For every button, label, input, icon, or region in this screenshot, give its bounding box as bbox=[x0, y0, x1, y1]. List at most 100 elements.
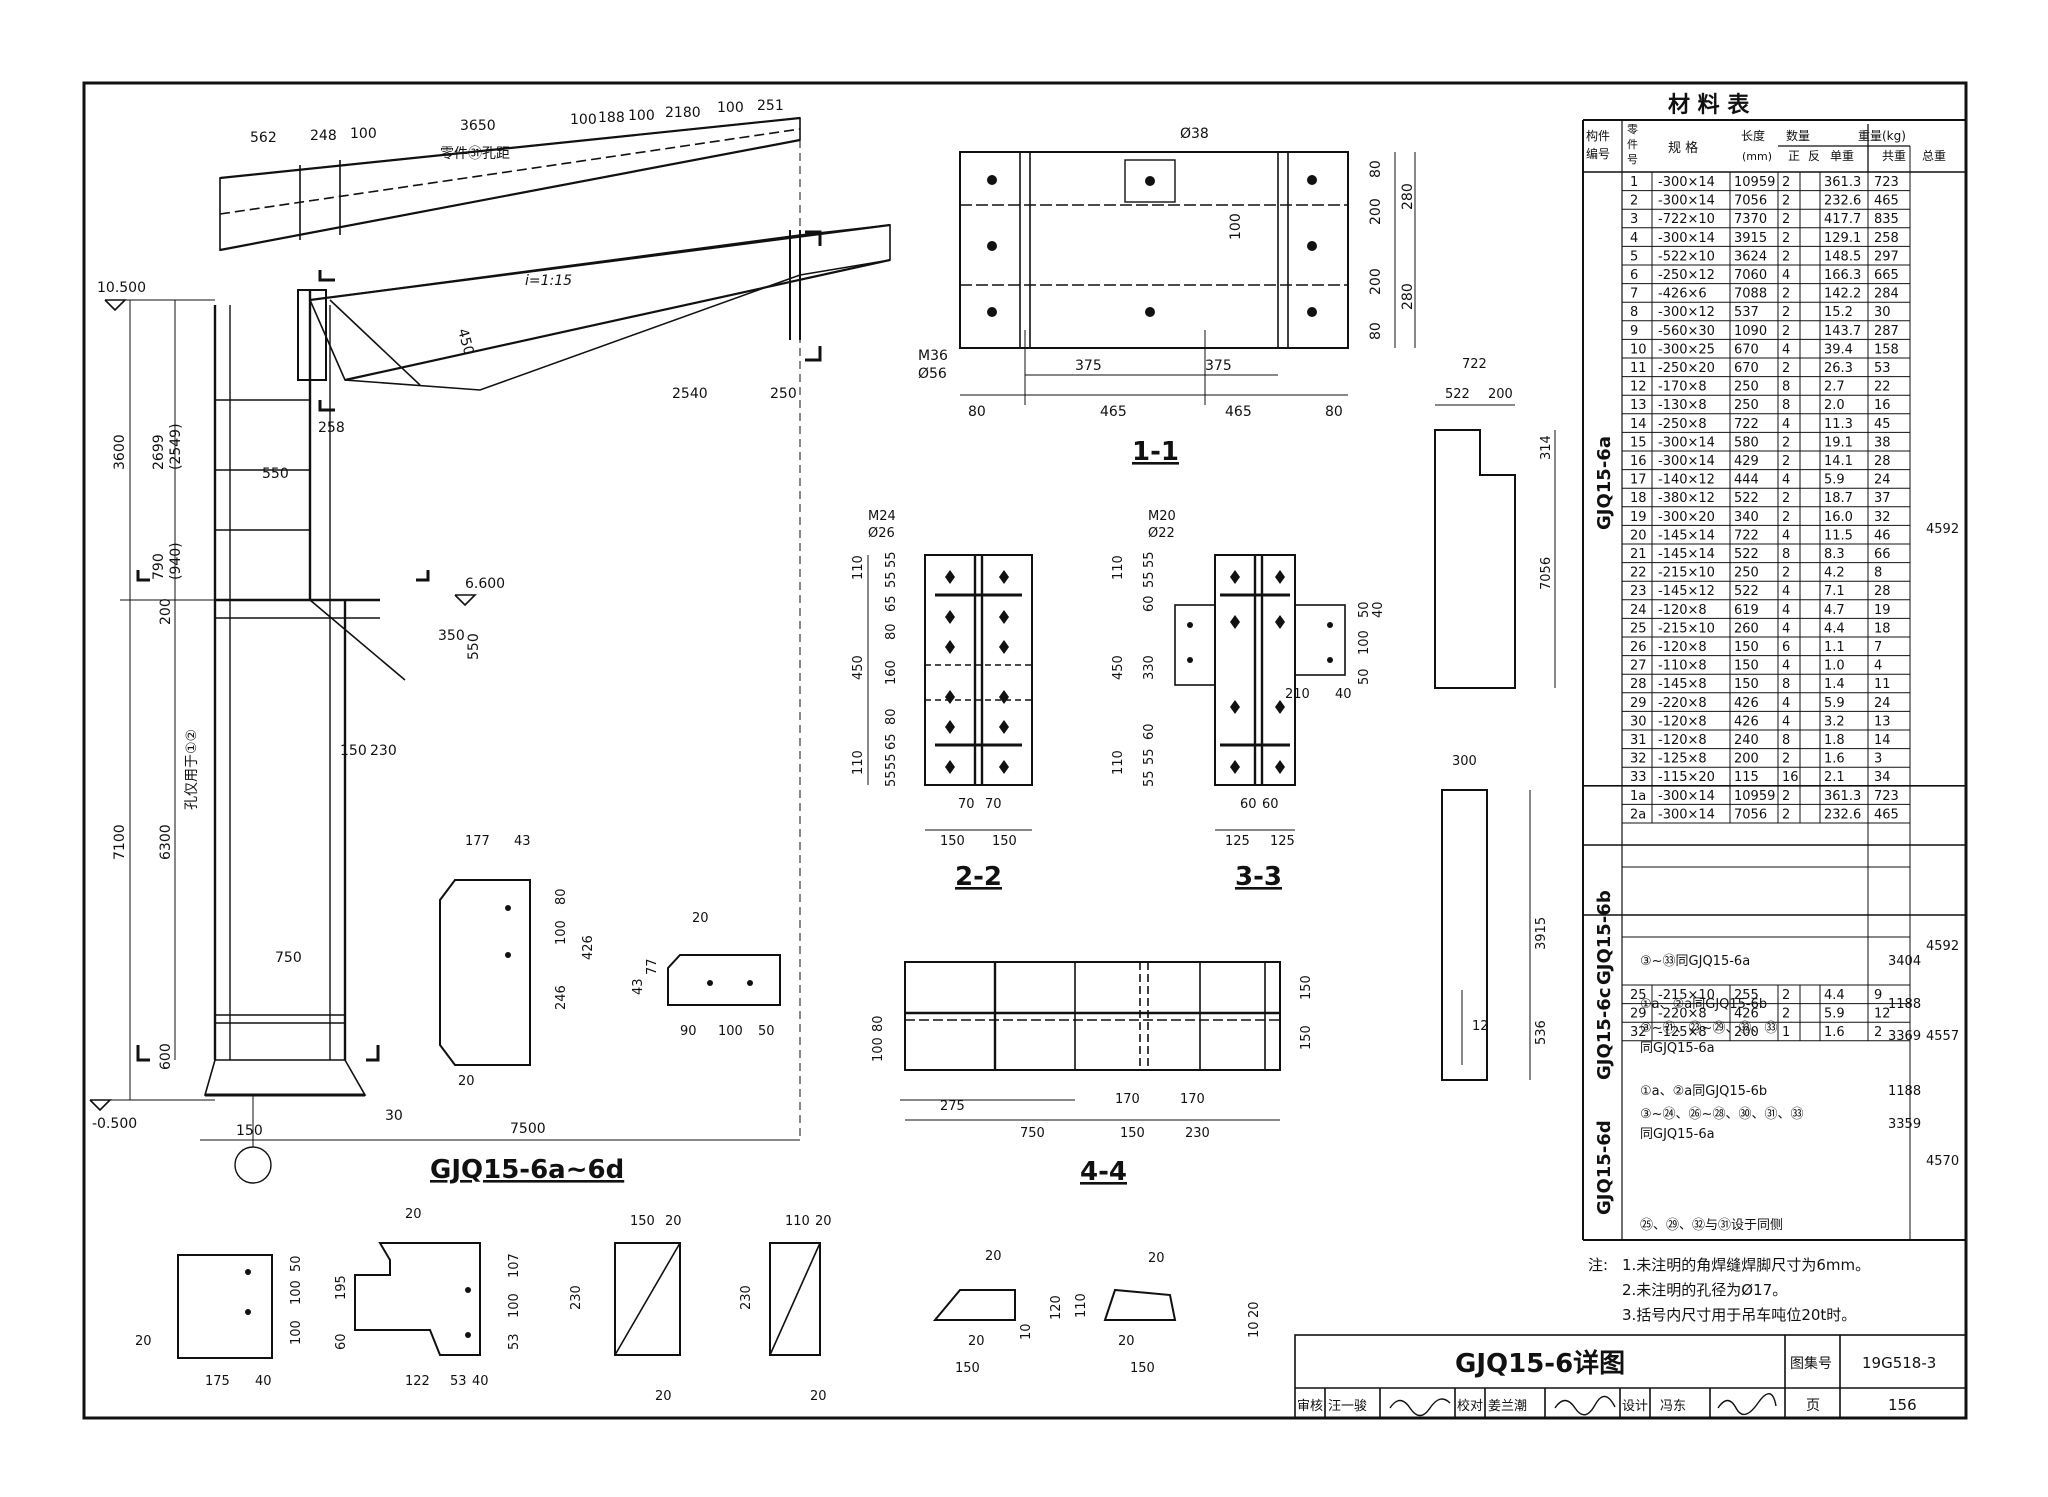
part29-dim-0: 177 bbox=[465, 834, 490, 849]
row-a-cell-13-5: 11.3 bbox=[1824, 417, 1853, 432]
part3-dim-4: 7056 bbox=[1539, 557, 1554, 590]
row-a-cell-30-2: 240 bbox=[1734, 733, 1759, 748]
part31-dim-5: 50 bbox=[758, 1024, 775, 1039]
part-4-text: 300 3915 536 12 bbox=[1452, 754, 1549, 1045]
row-a-cell-14-5: 19.1 bbox=[1824, 435, 1853, 450]
part22-dim-1: 100 bbox=[289, 1280, 304, 1305]
part29-dim-3: 100 bbox=[554, 920, 569, 945]
row-d-cell-0-6: 9 bbox=[1874, 988, 1882, 1003]
row-a-cell-14-2: 580 bbox=[1734, 435, 1759, 450]
part25-dim-2: 100 bbox=[507, 1293, 522, 1318]
row-a-cell-30-3: 8 bbox=[1782, 733, 1790, 748]
dim-left-8: 600 bbox=[158, 1043, 174, 1070]
part22-dim-2: 100 bbox=[289, 1320, 304, 1345]
row-a-cell-0-1: -300×14 bbox=[1658, 175, 1715, 190]
row-b-cell-0-6: 723 bbox=[1874, 789, 1899, 804]
group-c-note2a: ③~㉑、㉓~㉙、㉜、㉝ bbox=[1640, 1021, 1777, 1036]
th-spec: 规 格 bbox=[1668, 140, 1698, 156]
row-a-cell-29-6: 13 bbox=[1874, 714, 1891, 729]
row-a-cell-26-1: -110×8 bbox=[1658, 659, 1707, 674]
title-block-text: GJQ15-6详图 图集号 19G518-3 页 156 审核 汪一骏 校对 姜… bbox=[1297, 1348, 1936, 1414]
sec22-dim-b3: 70 bbox=[985, 797, 1002, 812]
row-d-cell-1-0: 29 bbox=[1630, 1007, 1647, 1022]
row-a-cell-28-0: 29 bbox=[1630, 696, 1647, 711]
section-1-1-bolts bbox=[987, 175, 1317, 317]
row-a-cell-2-0: 3 bbox=[1630, 212, 1638, 227]
part22-dim-5: 20 bbox=[135, 1334, 152, 1349]
sec22-dim-l2: 110 bbox=[851, 750, 866, 775]
row-a-cell-1-6: 465 bbox=[1874, 194, 1899, 209]
part-31-holes bbox=[707, 980, 753, 986]
row-a-cell-2-5: 417.7 bbox=[1824, 212, 1861, 227]
section-4-4-text: 275 750 170 170 150 230 100 80 150 150 4… bbox=[871, 975, 1314, 1187]
page-no: 156 bbox=[1888, 1396, 1917, 1414]
th-member-2: 编号 bbox=[1586, 146, 1610, 161]
row-a-cell-18-6: 32 bbox=[1874, 510, 1891, 525]
sec33-dim-b0: 125 bbox=[1225, 834, 1250, 849]
row-a-cell-26-2: 150 bbox=[1734, 659, 1759, 674]
row-a-cell-12-2: 250 bbox=[1734, 398, 1759, 413]
row-a-cell-29-1: -120×8 bbox=[1658, 714, 1707, 729]
row-a-cell-19-3: 4 bbox=[1782, 528, 1790, 543]
dim-misc-1: 750 bbox=[275, 950, 302, 966]
row-a-cell-31-0: 32 bbox=[1630, 752, 1647, 767]
part27-dim-5: 150 bbox=[1130, 1361, 1155, 1376]
group-d-total: 4570 bbox=[1926, 1154, 1959, 1169]
main-elevation-text: 10.500 6.600 -0.500 i=1:15 零件㉛孔距 孔仅用于①② … bbox=[92, 98, 797, 1185]
sec22-bolt: M24 bbox=[868, 509, 896, 524]
part29-dim-4: 246 bbox=[554, 985, 569, 1010]
sec22-dim-i2: 65 bbox=[884, 595, 899, 612]
sec11-dim-r0: 80 bbox=[1368, 160, 1384, 178]
part4-dim-3: 12 bbox=[1472, 1019, 1489, 1034]
row-d-cell-0-0: 25 bbox=[1630, 988, 1647, 1003]
dim-left-6: 7100 bbox=[112, 824, 128, 860]
row-a-cell-25-5: 1.1 bbox=[1824, 640, 1845, 655]
row-a-cell-28-3: 4 bbox=[1782, 696, 1790, 711]
row-a-cell-16-1: -140×12 bbox=[1658, 473, 1715, 488]
row-a-cell-15-2: 429 bbox=[1734, 454, 1759, 469]
atlas-no: 19G518-3 bbox=[1862, 1354, 1936, 1372]
row-a-cell-29-5: 3.2 bbox=[1824, 714, 1845, 729]
part4-dim-0: 300 bbox=[1452, 754, 1477, 769]
row-a-cell-3-1: -300×14 bbox=[1658, 231, 1715, 246]
note-1: 1.未注明的角焊缝焊脚尺寸为6mm。 bbox=[1622, 1256, 1870, 1274]
part22-dim-4: 40 bbox=[255, 1374, 272, 1389]
row-a-cell-30-0: 31 bbox=[1630, 733, 1647, 748]
group-d-note1-total: 1188 bbox=[1888, 1084, 1921, 1099]
row-a-cell-31-3: 2 bbox=[1782, 752, 1790, 767]
dim-misc-0: 550 bbox=[262, 466, 289, 482]
group-d-label: GJQ15-6d bbox=[1594, 1120, 1615, 1215]
group-c-note2b: 同GJQ15-6a bbox=[1640, 1041, 1715, 1056]
row-a-cell-31-6: 3 bbox=[1874, 752, 1882, 767]
part13-dim-3: 20 bbox=[810, 1389, 827, 1404]
sec44-dim-b5: 230 bbox=[1185, 1126, 1210, 1141]
main-view-title: GJQ15-6a~6d bbox=[430, 1155, 624, 1185]
th-part-3: 号 bbox=[1627, 153, 1638, 166]
sec33-dim-b3: 60 bbox=[1262, 797, 1279, 812]
row-d-cell-1-1: -220×8 bbox=[1658, 1007, 1707, 1022]
sec11-dim-b1: 465 bbox=[1100, 404, 1127, 420]
row-a-cell-0-2: 10959 bbox=[1734, 175, 1775, 190]
part12-dim-1: 20 bbox=[665, 1214, 682, 1229]
sec33-dim-i5: 55 bbox=[1142, 748, 1157, 765]
row-a-cell-28-1: -220×8 bbox=[1658, 696, 1707, 711]
part-31-plate bbox=[667, 954, 781, 1006]
part27-dim-1: 110 bbox=[1074, 1293, 1089, 1318]
row-b-cell-0-3: 2 bbox=[1782, 789, 1790, 804]
row-a-cell-22-6: 28 bbox=[1874, 584, 1891, 599]
row-a-cell-10-6: 53 bbox=[1874, 361, 1891, 376]
row-b-cell-1-3: 2 bbox=[1782, 807, 1790, 822]
row-a-cell-24-3: 4 bbox=[1782, 621, 1790, 636]
main-elevation-view bbox=[89, 116, 891, 1184]
group-c-note1: ①a、②a同GJQ15-6b bbox=[1640, 997, 1767, 1012]
th-total: 共重 bbox=[1882, 149, 1906, 163]
th-unit: 单重 bbox=[1830, 149, 1854, 163]
part31-dim-4: 100 bbox=[718, 1024, 743, 1039]
row-a-cell-15-3: 2 bbox=[1782, 454, 1790, 469]
table-grid bbox=[1582, 119, 1967, 1241]
row-a-cell-21-6: 8 bbox=[1874, 566, 1882, 581]
part-29-text: 177 43 80 100 246 426 20 bbox=[458, 834, 596, 1089]
row-b-cell-1-1: -300×14 bbox=[1658, 807, 1715, 822]
row-a-cell-10-1: -250×20 bbox=[1658, 361, 1715, 376]
row-a-cell-29-0: 30 bbox=[1630, 714, 1647, 729]
